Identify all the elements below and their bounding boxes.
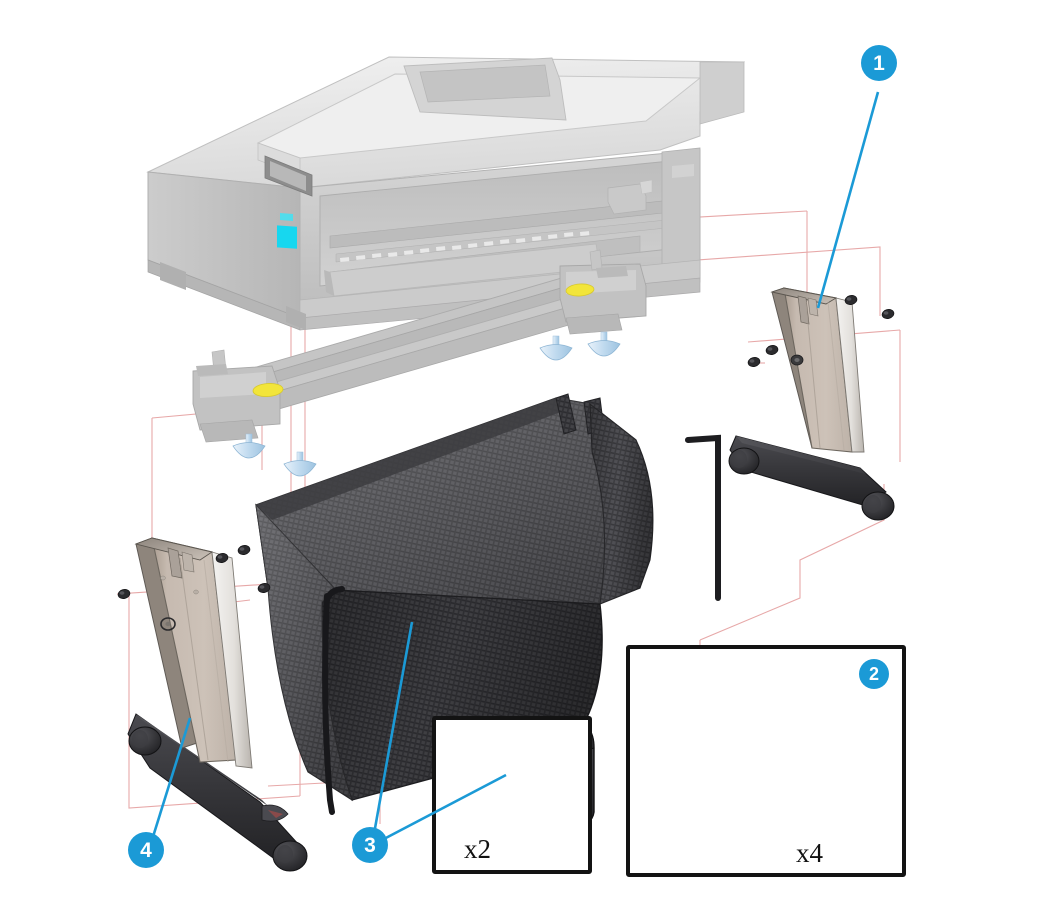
media-bin-tab (555, 393, 577, 435)
alignment-tab-left (252, 383, 284, 397)
caster-wheel-inset (626, 645, 906, 877)
alignment-tab-right (565, 283, 595, 297)
leg-screw (765, 345, 779, 355)
media-bin-wire-rod (322, 593, 335, 815)
leg-screw (257, 583, 271, 593)
thumbscrew (539, 335, 573, 361)
leg-screw (215, 553, 229, 563)
leg-screw (237, 545, 251, 555)
cross-brace (192, 249, 647, 443)
printer-body (146, 56, 746, 331)
thumbscrew-group (232, 331, 621, 477)
media-bin-wire-rod (685, 434, 721, 601)
callout-badge-3[interactable]: 3 (352, 827, 388, 863)
leg-screw (747, 357, 761, 367)
leg-screw (881, 309, 895, 319)
cyan-label-icon (277, 225, 297, 249)
right-leg-assembly (728, 287, 895, 521)
thumbscrew (283, 451, 317, 477)
screw-hole (160, 617, 176, 631)
caster-quantity-label: x4 (796, 838, 823, 868)
thumbscrew (232, 433, 266, 459)
bin-foot-quantity-label: x2 (464, 834, 491, 864)
leg-screw (117, 589, 131, 599)
leg-screw-group-left (117, 545, 271, 599)
callout-badge-4[interactable]: 4 (128, 832, 164, 868)
bin-foot-bracket-inset (432, 716, 592, 874)
callout-badge-1[interactable]: 1 (861, 45, 897, 81)
thumbscrew (587, 331, 621, 357)
callout-badge-2[interactable]: 2 (859, 659, 889, 689)
